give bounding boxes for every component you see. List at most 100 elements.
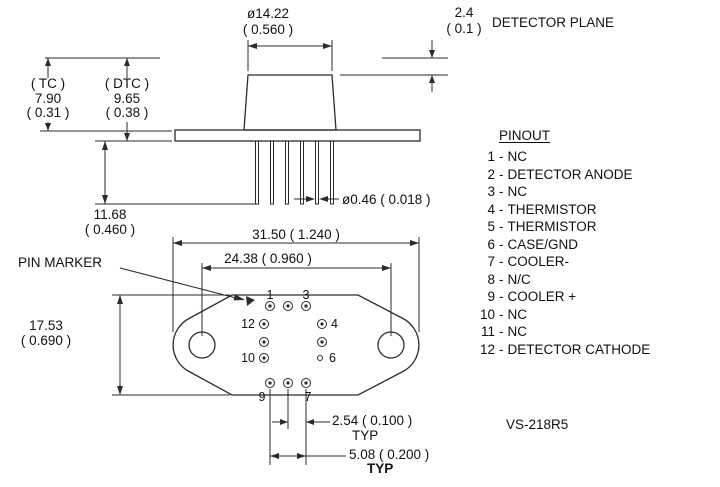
pinout-list: 1-NC 2-DETECTOR ANODE 3-NC 4-THERMISTOR … (478, 148, 650, 358)
pin-number: 12 (479, 341, 495, 357)
pin-separator: - (499, 271, 504, 287)
pin-number: 11 (480, 324, 495, 339)
side-view-flange (174, 129, 421, 142)
bottom-view-pins (259, 301, 327, 388)
pinout-item: 4-THERMISTOR (478, 201, 650, 219)
pin-function: NC (507, 184, 528, 199)
pin-2 (283, 301, 293, 311)
pin-function: THERMISTOR (507, 219, 597, 234)
pin-function: CASE/GND (507, 236, 579, 252)
pin-separator: - (499, 306, 504, 322)
pin-function: DETECTOR ANODE (507, 166, 633, 182)
pin-number: 6 (487, 236, 495, 252)
pin-separator: - (499, 166, 504, 182)
pin-marker-triangle (246, 296, 255, 306)
pin-number: 7 (487, 254, 495, 269)
bottom-view-dimension-lines (112, 237, 420, 465)
pin-separator: - (499, 341, 504, 357)
pin-12-label: 12 (241, 317, 255, 331)
pin-10-label: 10 (241, 351, 255, 365)
pin-function: NC (507, 149, 528, 164)
pin-number: 4 (487, 201, 495, 217)
pin-6-label: 6 (329, 351, 336, 365)
pin-number: 5 (487, 219, 495, 234)
pin-function: DETECTOR CATHODE (507, 341, 651, 357)
pin-9-label: 9 (259, 390, 266, 404)
pin-function: COOLER + (507, 289, 577, 304)
pin-function: COOLER- (507, 254, 570, 269)
dim-flange-width: 31.50 ( 1.240 ) (252, 227, 340, 242)
pin-7-label: 7 (305, 390, 312, 404)
pin-marker-label: PIN MARKER (18, 255, 103, 270)
pinout-item: 9-COOLER + (478, 288, 650, 306)
pin-separator: - (499, 184, 504, 199)
pin-number: 3 (487, 184, 495, 199)
pinout-title: PINOUT (499, 128, 551, 143)
dim-pin-pitch2: 5.08 ( 0.200 ) (349, 447, 430, 462)
dim-hole-spacing: 24.38 ( 0.960 ) (224, 251, 312, 266)
pinout-item: 1-NC (478, 148, 650, 166)
dim-dtc: ( DTC ) 9.65 ( 0.38 ) (104, 76, 150, 120)
pin-function: N/C (507, 271, 531, 287)
pinout-item: 12-DETECTOR CATHODE (478, 341, 650, 359)
side-view-arrowheads (45, 43, 435, 204)
pin-number: 9 (487, 289, 495, 304)
bottom-view (172, 294, 420, 396)
pin-number: 1 (487, 149, 495, 164)
pin-12 (259, 319, 269, 329)
pinout-item: 8-N/C (478, 271, 650, 289)
pin-marker-leader-line (119, 267, 237, 299)
pin-10 (259, 353, 269, 363)
dim-flange-height: 17.53 ( 0.690 ) (20, 318, 72, 348)
pin-separator: - (499, 149, 504, 164)
pin-3-label: 3 (303, 288, 310, 302)
dim-pin-pitch2-typ: TYP (367, 461, 394, 476)
pin-4-label: 4 (331, 317, 338, 331)
dim-tc: ( TC ) 7.90 ( 0.31 ) (26, 76, 70, 120)
pin-separator: - (499, 254, 504, 269)
pinout-section: PINOUT 1-NC 2-DETECTOR ANODE 3-NC 4-THER… (478, 128, 650, 358)
pin-7 (301, 378, 311, 388)
dim-pin-diameter: ø0.46 ( 0.018 ) (342, 192, 431, 207)
pin-separator: - (499, 219, 504, 234)
pin-9 (265, 378, 275, 388)
side-view-pins (255, 140, 334, 205)
detector-plane-label: DETECTOR PLANE (492, 15, 615, 30)
pin-function: THERMISTOR (507, 201, 597, 217)
pinout-item: 2-DETECTOR ANODE (478, 166, 650, 184)
side-view-dimension-lines (40, 40, 448, 205)
pin-4 (317, 319, 327, 329)
pin-1-label: 1 (267, 288, 274, 302)
bottom-view-outline (172, 294, 420, 396)
side-view-can (243, 74, 337, 131)
dim-pin-length: 11.68 ( 0.460 ) (84, 207, 136, 237)
part-number: VS-218R5 (506, 417, 569, 432)
dim-pin-pitch: 2.54 ( 0.100 ) (332, 413, 413, 428)
dim-detector-plane-offset: 2.4 ( 0.1 ) (446, 5, 482, 36)
pin-separator: - (499, 236, 504, 252)
dim-pin-pitch-typ: TYP (352, 428, 379, 443)
pin-number: 2 (487, 166, 495, 182)
pinout-item: 7-COOLER- (478, 253, 650, 271)
bottom-view-arrowheads (117, 240, 419, 459)
pin-8 (283, 378, 293, 388)
side-view (174, 74, 421, 205)
pin-6 (317, 355, 323, 361)
pin-separator: - (499, 289, 504, 304)
pin-5 (317, 337, 327, 347)
pin-separator: - (499, 324, 504, 339)
pin-number-labels: 1 3 12 4 10 6 9 7 (241, 288, 338, 404)
pin-function: NC (507, 324, 528, 339)
pin-1 (265, 301, 275, 311)
pin-number: 8 (487, 271, 495, 287)
pinout-item: 11-NC (478, 323, 650, 341)
pin-3 (301, 301, 311, 311)
pin-marker-leader-arrow (233, 294, 245, 301)
pin-number: 10 (479, 306, 495, 322)
pinout-item: 6-CASE/GND (478, 236, 650, 254)
pinout-item: 5-THERMISTOR (478, 218, 650, 236)
pinout-item: 3-NC (478, 183, 650, 201)
pin-11 (259, 337, 269, 347)
